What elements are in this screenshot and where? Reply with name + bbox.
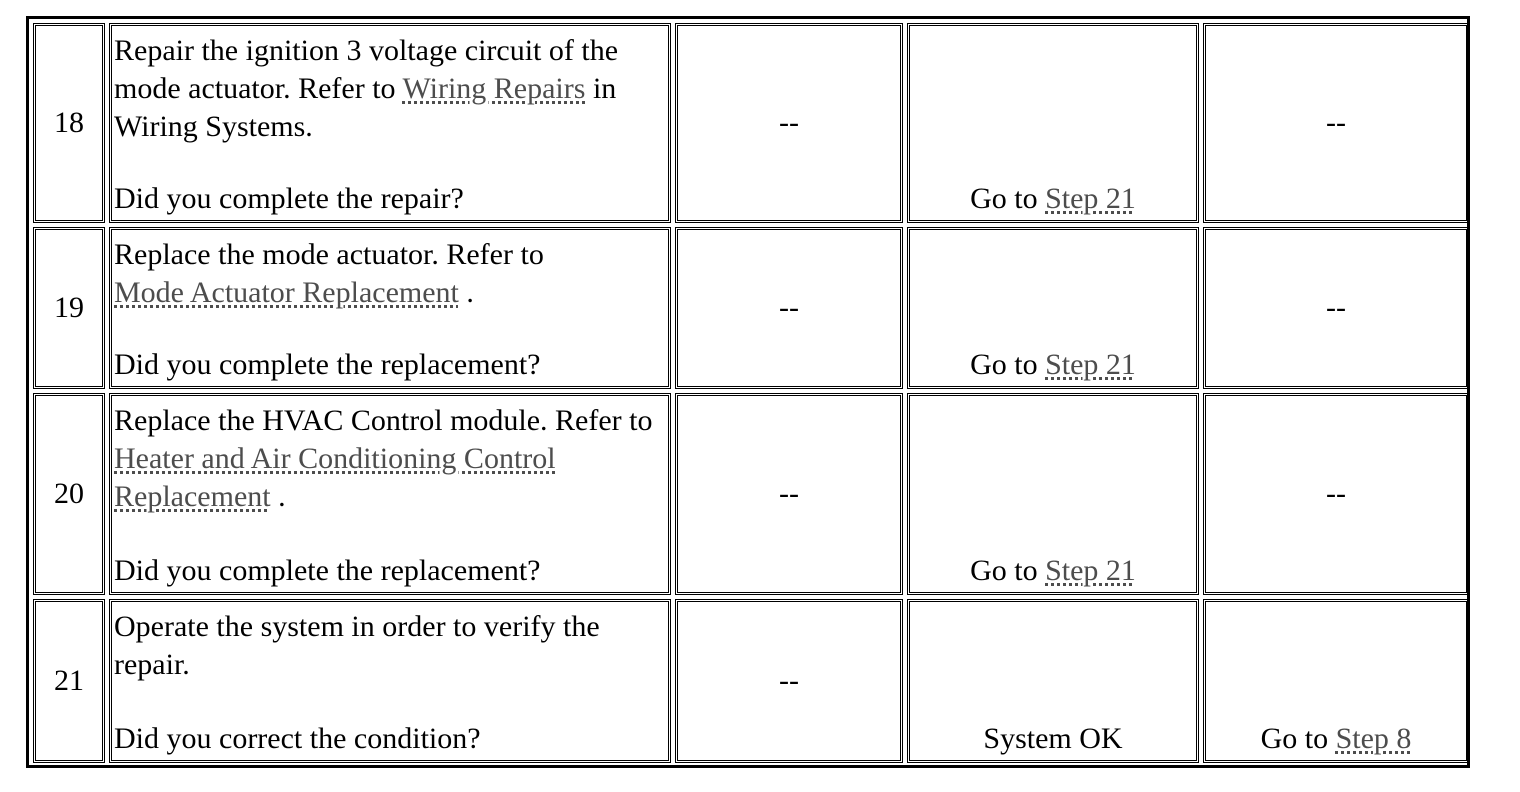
step-action: Replace the mode actuator. Refer to Mode… xyxy=(109,227,671,389)
yes-action: Go to Step 21 xyxy=(970,180,1136,218)
question: Did you complete the replacement? xyxy=(114,348,541,381)
step-21-link[interactable]: Step 21 xyxy=(1045,554,1136,587)
no-action: -- xyxy=(1326,291,1346,324)
step-number: 20 xyxy=(33,393,105,595)
yes-cell: Go to Step 21 xyxy=(907,393,1199,595)
wiring-repairs-link[interactable]: Wiring Repairs xyxy=(402,72,586,105)
yes-action: Go to Step 21 xyxy=(970,552,1136,590)
instruction: Operate the system in order to verify th… xyxy=(114,610,600,681)
value-cell: -- xyxy=(675,599,903,763)
no-cell: -- xyxy=(1203,393,1469,595)
step-number-text: 19 xyxy=(54,291,84,324)
yes-cell: Go to Step 21 xyxy=(907,227,1199,389)
step-number: 18 xyxy=(33,23,105,223)
step-number: 19 xyxy=(33,227,105,389)
value-text: -- xyxy=(779,477,799,510)
instruction-text: Replace the HVAC Control module. Refer t… xyxy=(114,404,653,437)
yes-action: System OK xyxy=(983,722,1123,755)
value-text: -- xyxy=(779,106,799,139)
question: Did you correct the condition? xyxy=(114,722,481,755)
no-cell: -- xyxy=(1203,227,1469,389)
instruction-text-end: in Wiring Systems. xyxy=(114,72,617,143)
no-action: -- xyxy=(1326,477,1346,510)
step-21-link[interactable]: Step 21 xyxy=(1045,348,1136,381)
go-to-text: Go to xyxy=(970,348,1046,381)
instruction: Replace the mode actuator. Refer to Mode… xyxy=(114,236,666,312)
step-action: Replace the HVAC Control module. Refer t… xyxy=(109,393,671,595)
instruction-text: Replace the mode actuator. Refer to xyxy=(114,238,544,271)
yes-action: Go to Step 21 xyxy=(970,346,1136,384)
instruction: Replace the HVAC Control module. Refer t… xyxy=(114,402,666,516)
step-action: Repair the ignition 3 voltage circuit of… xyxy=(109,23,671,223)
step-number: 21 xyxy=(33,599,105,763)
value-text: -- xyxy=(779,664,799,697)
no-action: Go to Step 8 xyxy=(1261,720,1412,758)
go-to-text: Go to xyxy=(970,554,1046,587)
value-cell: -- xyxy=(675,227,903,389)
value-cell: -- xyxy=(675,393,903,595)
step-8-link[interactable]: Step 8 xyxy=(1335,722,1412,755)
step-number-text: 20 xyxy=(54,477,84,510)
yes-cell: Go to Step 21 xyxy=(907,23,1199,223)
go-to-text: Go to xyxy=(970,182,1046,215)
mode-actuator-replacement-link[interactable]: Mode Actuator Replacement xyxy=(114,276,459,309)
hvac-control-replacement-link[interactable]: Heater and Air Conditioning Control Repl… xyxy=(114,442,556,513)
diagnostic-table: 18 Repair the ignition 3 voltage circuit… xyxy=(26,16,1470,768)
question: Did you complete the repair? xyxy=(114,182,464,215)
instruction-text-end: . xyxy=(458,276,474,309)
go-to-text: Go to xyxy=(1260,722,1336,755)
instruction-text-end: . xyxy=(270,480,286,513)
no-cell: Go to Step 8 xyxy=(1203,599,1469,763)
step-21-link[interactable]: Step 21 xyxy=(1045,182,1136,215)
yes-cell: System OK xyxy=(907,599,1199,763)
instruction-text: Repair the ignition 3 voltage circuit of… xyxy=(114,34,619,105)
no-cell: -- xyxy=(1203,23,1469,223)
step-number-text: 18 xyxy=(54,106,84,139)
step-number-text: 21 xyxy=(54,664,84,697)
no-action: -- xyxy=(1326,106,1346,139)
value-text: -- xyxy=(779,291,799,324)
step-action: Operate the system in order to verify th… xyxy=(109,599,671,763)
question: Did you complete the replacement? xyxy=(114,554,541,587)
value-cell: -- xyxy=(675,23,903,223)
instruction: Repair the ignition 3 voltage circuit of… xyxy=(114,32,666,146)
